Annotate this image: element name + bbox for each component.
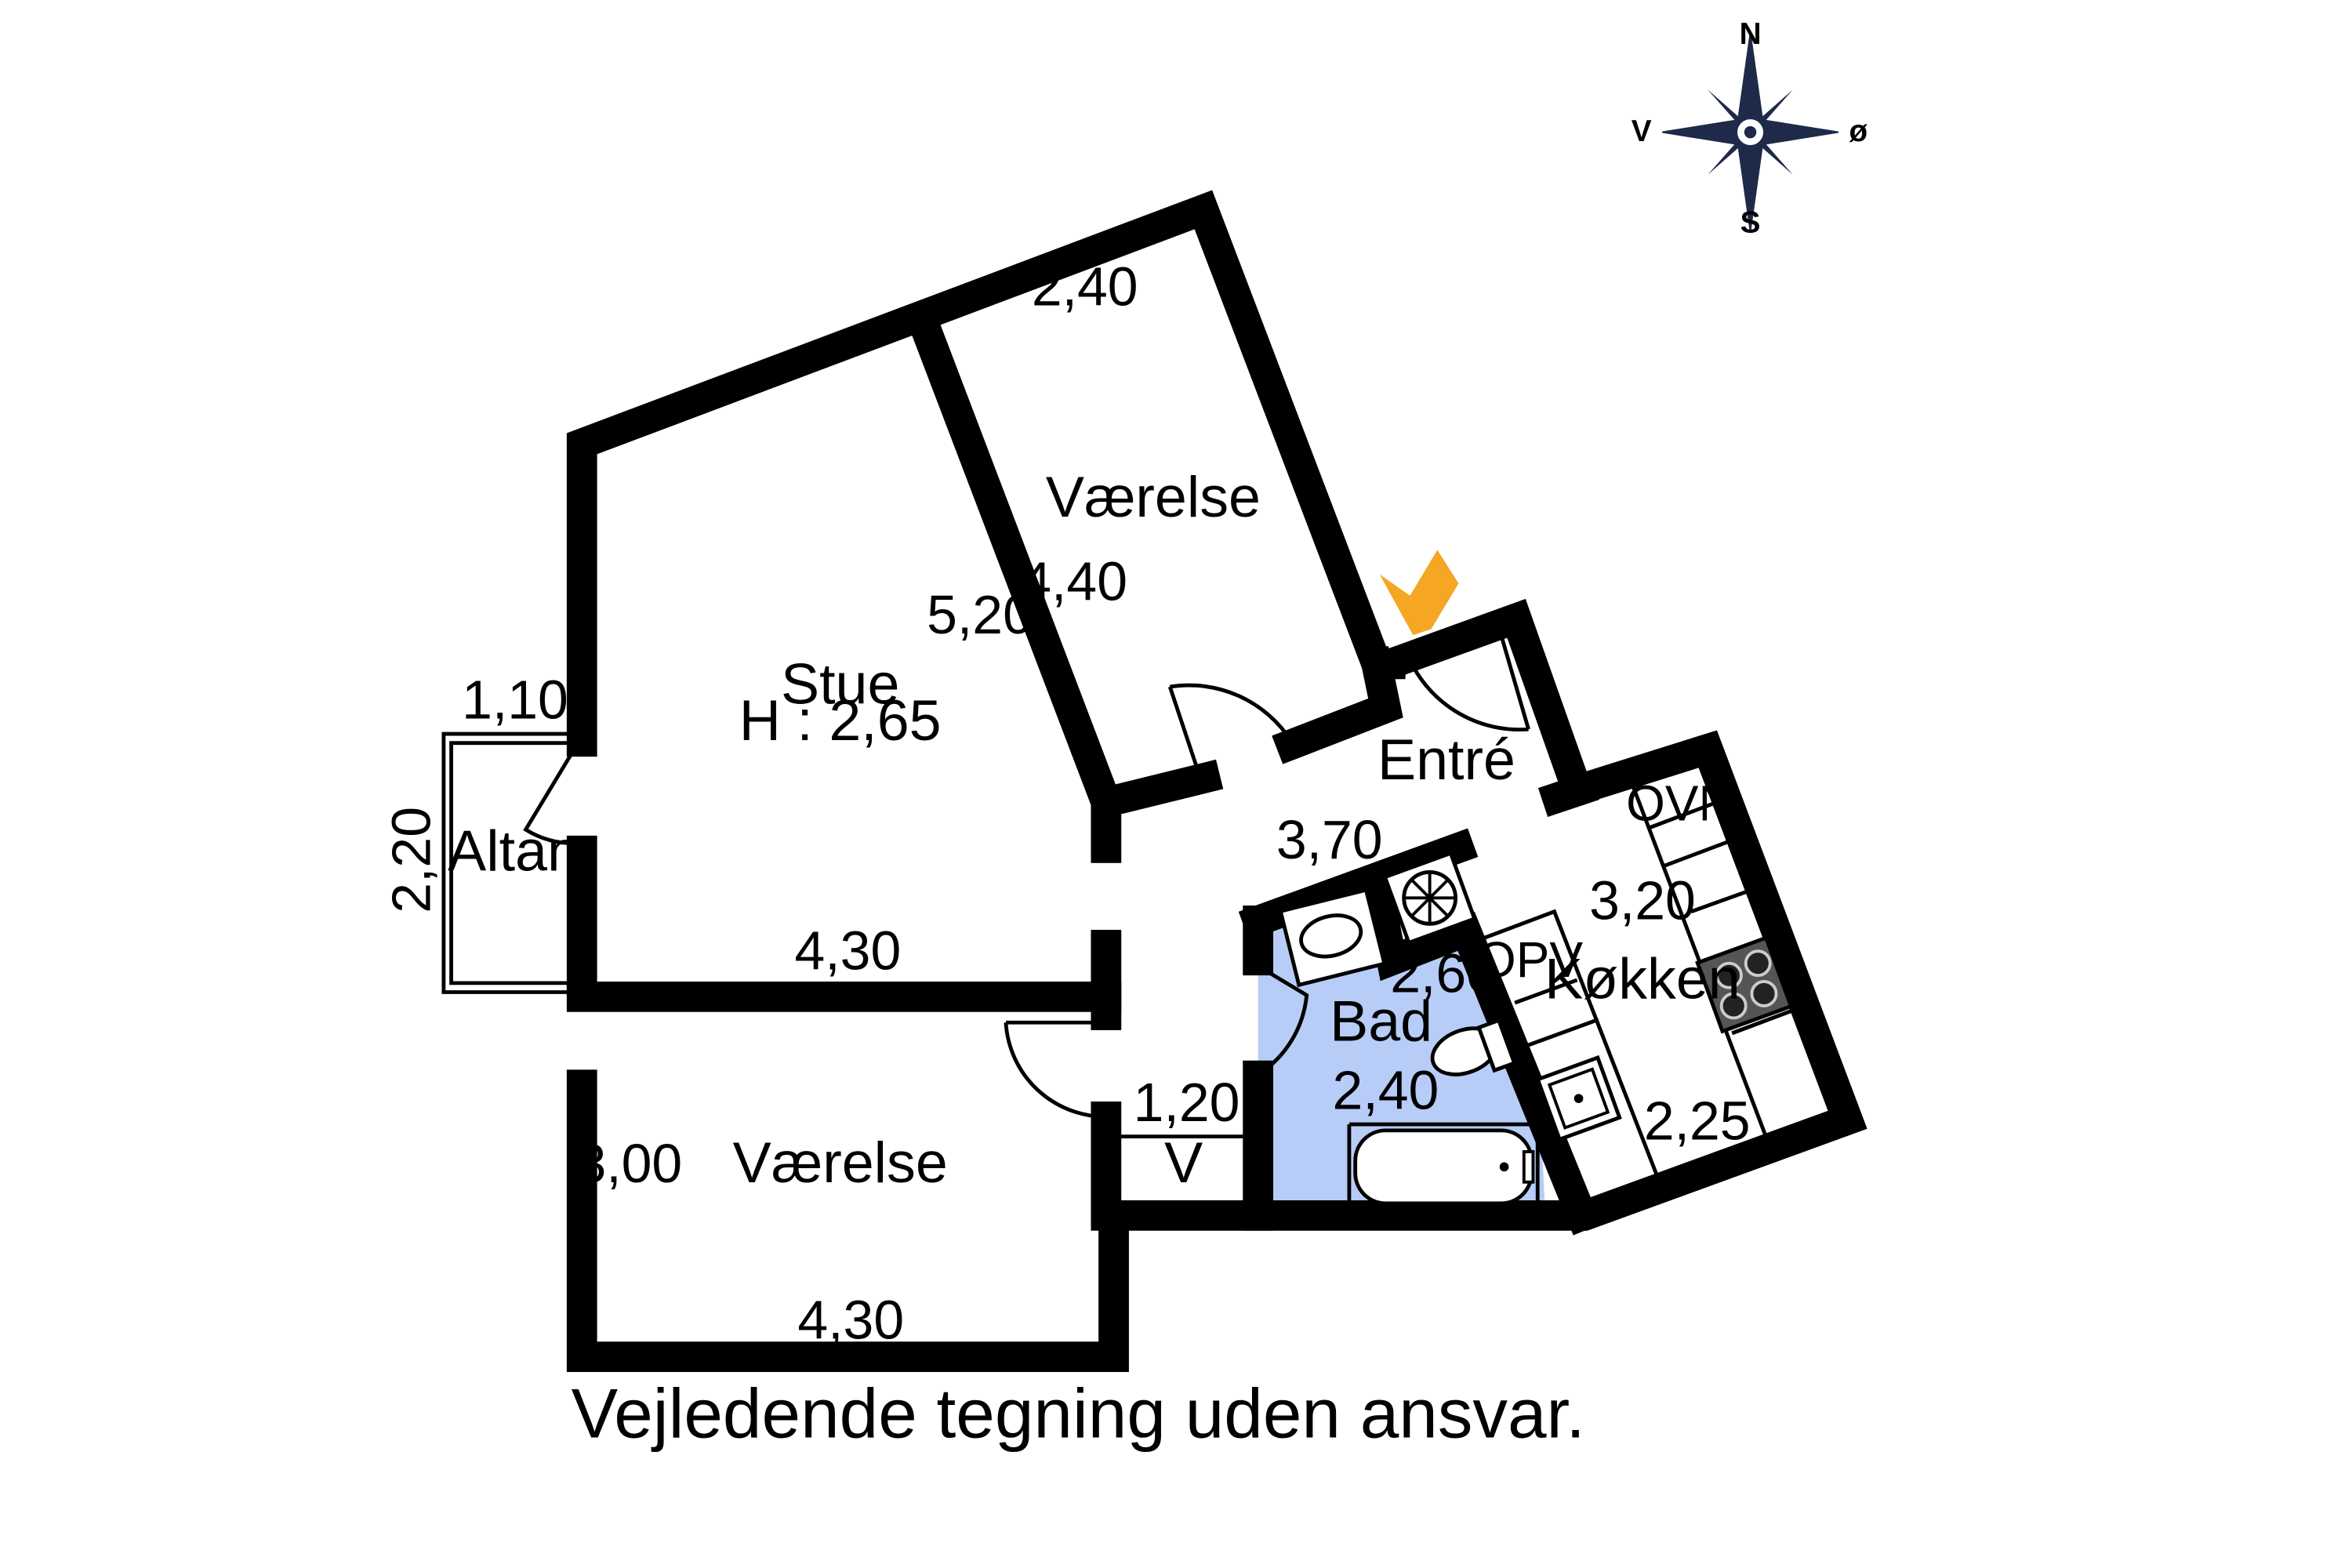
dim-stue-bottom: 4,30 [795, 920, 902, 981]
dim-stue-wall: 5,20 [927, 584, 1033, 645]
room-label-vaerelse-bottom: Værelse [733, 1130, 948, 1195]
dim-hall-width: 3,70 [1276, 809, 1383, 870]
dim-kokken-side: 3,20 [1589, 869, 1696, 931]
label-oven: OVN [1626, 775, 1735, 832]
room-label-kokken: Køkken [1544, 946, 1740, 1011]
dim-bad-bottom: 2,40 [1333, 1060, 1439, 1121]
dim-bad-side: 2,60 [1390, 943, 1497, 1004]
compass-east: ø [1849, 114, 1868, 148]
dim-vaerelse-bottom: 4,30 [797, 1289, 904, 1350]
toilet [1430, 1018, 1517, 1076]
dim-vaerelse-wall: 4,40 [1021, 551, 1127, 612]
compass-south: S [1740, 206, 1761, 240]
kitchen-sink [1535, 1054, 1622, 1142]
doors [523, 634, 1530, 1119]
dim-kokken-bottom: 2,25 [1644, 1090, 1751, 1151]
fixture-labels: OVN OPV [1477, 775, 1735, 989]
disclaimer: Vejledende tegning uden ansvar. [572, 1374, 1585, 1452]
bathtub [1353, 1128, 1535, 1206]
compass-west: V [1632, 114, 1652, 148]
bathroom-sink [1278, 887, 1387, 988]
compass-rose-icon: N S V ø [1632, 17, 1868, 239]
shower-drain [1382, 851, 1477, 946]
entrance-arrow-icon [1379, 550, 1459, 636]
room-label-stue-height: H : 2,65 [739, 688, 942, 753]
dim-closet-width: 1,20 [1134, 1072, 1240, 1133]
room-label-closet: V [1164, 1130, 1203, 1195]
label-dishwasher: OPV [1477, 931, 1583, 988]
compass-north: N [1740, 17, 1762, 51]
dim-altan-depth: 2,20 [380, 807, 441, 913]
room-label-entre: Entré [1377, 727, 1515, 792]
room-label-stue: Stue [781, 651, 899, 716]
fixtures [1278, 851, 1794, 1206]
dim-vaerelse-side: 3,00 [575, 1133, 682, 1194]
room-label-altan: Altan [448, 818, 579, 883]
room-labels: Værelse Stue H : 2,65 Entré Altan Køkken… [448, 464, 1740, 1195]
room-label-bad: Bad [1330, 989, 1432, 1054]
dim-altan-width: 1,10 [462, 670, 568, 731]
stove [1695, 935, 1794, 1034]
dim-top-window: 2,40 [1032, 256, 1138, 318]
room-label-vaerelse-top: Værelse [1046, 464, 1261, 529]
dimension-labels: 2,40 4,40 5,20 1,10 2,20 3,70 3,20 4,30 … [380, 256, 1750, 1351]
